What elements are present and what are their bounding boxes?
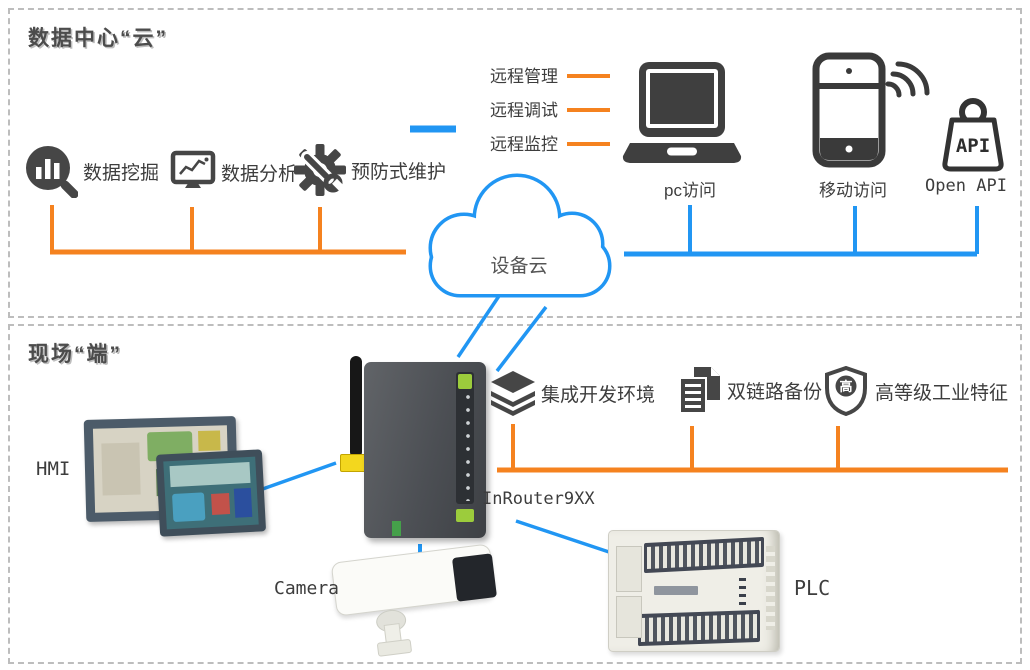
antenna-icon <box>350 356 362 458</box>
camera-label: Camera <box>274 578 340 599</box>
hmi-label: HMI <box>36 458 71 480</box>
plc-device <box>608 530 780 652</box>
remote-link-label: 远程调试 <box>490 101 558 120</box>
remote-link-label: 远程管理 <box>490 67 558 86</box>
remote-link-debug: 远程调试 <box>490 96 610 121</box>
documents-icon <box>679 367 720 414</box>
pc-access-label: pc访问 <box>664 181 716 200</box>
camera-body <box>330 543 498 617</box>
feature-maintenance: 预防式维护 <box>294 144 446 196</box>
wifi-waves-icon <box>885 61 930 98</box>
feature-industrial: 高 高等级工业特征 <box>822 366 1008 416</box>
feature-data-analysis: 数据分析 <box>170 150 297 194</box>
feature-label: 集成开发环境 <box>541 385 656 406</box>
cloud-icon: 设备云 <box>428 173 612 298</box>
feature-ide: 集成开发环境 <box>490 370 655 417</box>
open-api-label: Open API <box>925 176 1007 196</box>
mobile-access-label: 移动访问 <box>819 181 887 200</box>
smartphone-icon <box>812 52 930 168</box>
data-mining-icon <box>26 146 78 198</box>
camera-device <box>300 543 505 660</box>
led-strip <box>456 372 474 504</box>
shield-badge: 高 <box>839 379 852 394</box>
field-section-title: 现场“端” <box>28 343 122 366</box>
api-bag-icon: API <box>942 98 1004 172</box>
gear-wrench-icon <box>294 144 346 196</box>
feature-label: 预防式维护 <box>351 161 447 183</box>
feature-data-mining: 数据挖掘 <box>24 144 159 198</box>
hmi-screen <box>163 456 259 530</box>
plc-label: PLC <box>794 576 831 600</box>
router-body <box>364 362 486 538</box>
feature-label: 数据分析 <box>221 163 298 185</box>
feature-label: 数据挖掘 <box>83 162 160 184</box>
cloud-section-title: 数据中心“云” <box>28 27 168 50</box>
camera-lens <box>451 553 498 602</box>
hmi-panel-small <box>155 449 267 537</box>
orange-dash <box>567 107 610 112</box>
router-device <box>338 344 488 544</box>
feature-label: 双链路备份 <box>727 381 823 403</box>
shield-icon: 高 <box>825 366 867 416</box>
api-bag-text: API <box>956 135 990 157</box>
remote-link-monitor: 远程监控 <box>490 130 610 155</box>
feature-dual-link: 双链路备份 <box>678 366 822 414</box>
orange-dash <box>567 73 610 78</box>
data-analysis-icon <box>170 150 216 188</box>
remote-link-manage: 远程管理 <box>490 62 610 87</box>
remote-link-label: 远程监控 <box>490 135 558 154</box>
orange-dash <box>567 141 610 146</box>
vendor-logo <box>456 509 474 522</box>
layers-icon <box>491 371 535 416</box>
laptop-icon <box>622 62 742 163</box>
cloud-label: 设备云 <box>490 255 547 277</box>
router-label: InRouter9XX <box>482 489 595 509</box>
feature-label: 高等级工业特征 <box>875 382 1009 404</box>
